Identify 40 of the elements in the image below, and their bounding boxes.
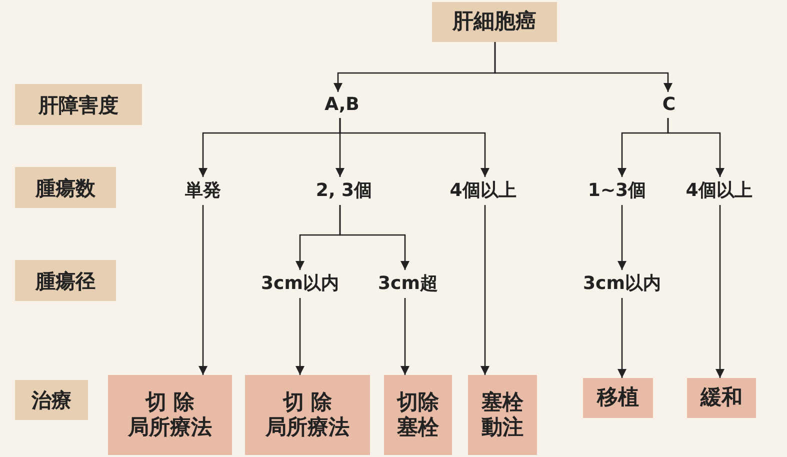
treatment-box bbox=[108, 375, 232, 455]
treatment-box bbox=[468, 375, 537, 455]
treatment-label: 局所療法 bbox=[128, 415, 212, 440]
arrow bbox=[618, 298, 626, 378]
treatment-box bbox=[245, 375, 370, 455]
row-label-box: 肝障害度 bbox=[15, 84, 142, 125]
arrow bbox=[339, 205, 410, 270]
row-label-box: 腫瘍径 bbox=[15, 260, 116, 301]
arrow bbox=[400, 298, 410, 375]
arrow bbox=[480, 205, 490, 375]
category-label: C bbox=[655, 92, 683, 118]
arrow bbox=[339, 118, 490, 177]
arrow bbox=[716, 205, 724, 378]
arrow bbox=[494, 42, 672, 92]
row-label-box: 治療 bbox=[15, 380, 88, 420]
arrow bbox=[667, 118, 724, 177]
title-box: 肝細胞癌 bbox=[432, 2, 557, 42]
treatment-label: 塞栓 bbox=[397, 415, 439, 440]
treatment-label: 切除 bbox=[397, 390, 439, 415]
treatment-label: 動注 bbox=[482, 415, 524, 440]
category-label: 4個以上 bbox=[668, 177, 770, 205]
category-label: A,B bbox=[316, 92, 368, 118]
category-label: 2, 3個 bbox=[298, 177, 390, 205]
category-label: 4個以上 bbox=[432, 177, 534, 205]
treatment-label: 切 除 bbox=[282, 390, 332, 415]
category-label: 3cm超 bbox=[368, 270, 448, 298]
row-label-box: 腫瘍数 bbox=[15, 167, 116, 208]
treatment-label: 局所療法 bbox=[266, 415, 350, 440]
category-label: 単発 bbox=[175, 177, 231, 205]
category-label: 3cm以内 bbox=[246, 270, 354, 298]
category-label: 3cm以内 bbox=[568, 270, 676, 298]
treatment-label: 切 除 bbox=[145, 390, 195, 415]
treatment-box: 緩和 bbox=[687, 378, 756, 418]
category-label: 1~3個 bbox=[572, 177, 662, 205]
arrow bbox=[198, 205, 208, 375]
treatment-label: 塞栓 bbox=[482, 390, 524, 415]
arrow bbox=[296, 298, 304, 375]
arrow bbox=[618, 205, 626, 270]
treatment-box bbox=[384, 375, 452, 455]
treatment-box: 移植 bbox=[583, 378, 653, 418]
